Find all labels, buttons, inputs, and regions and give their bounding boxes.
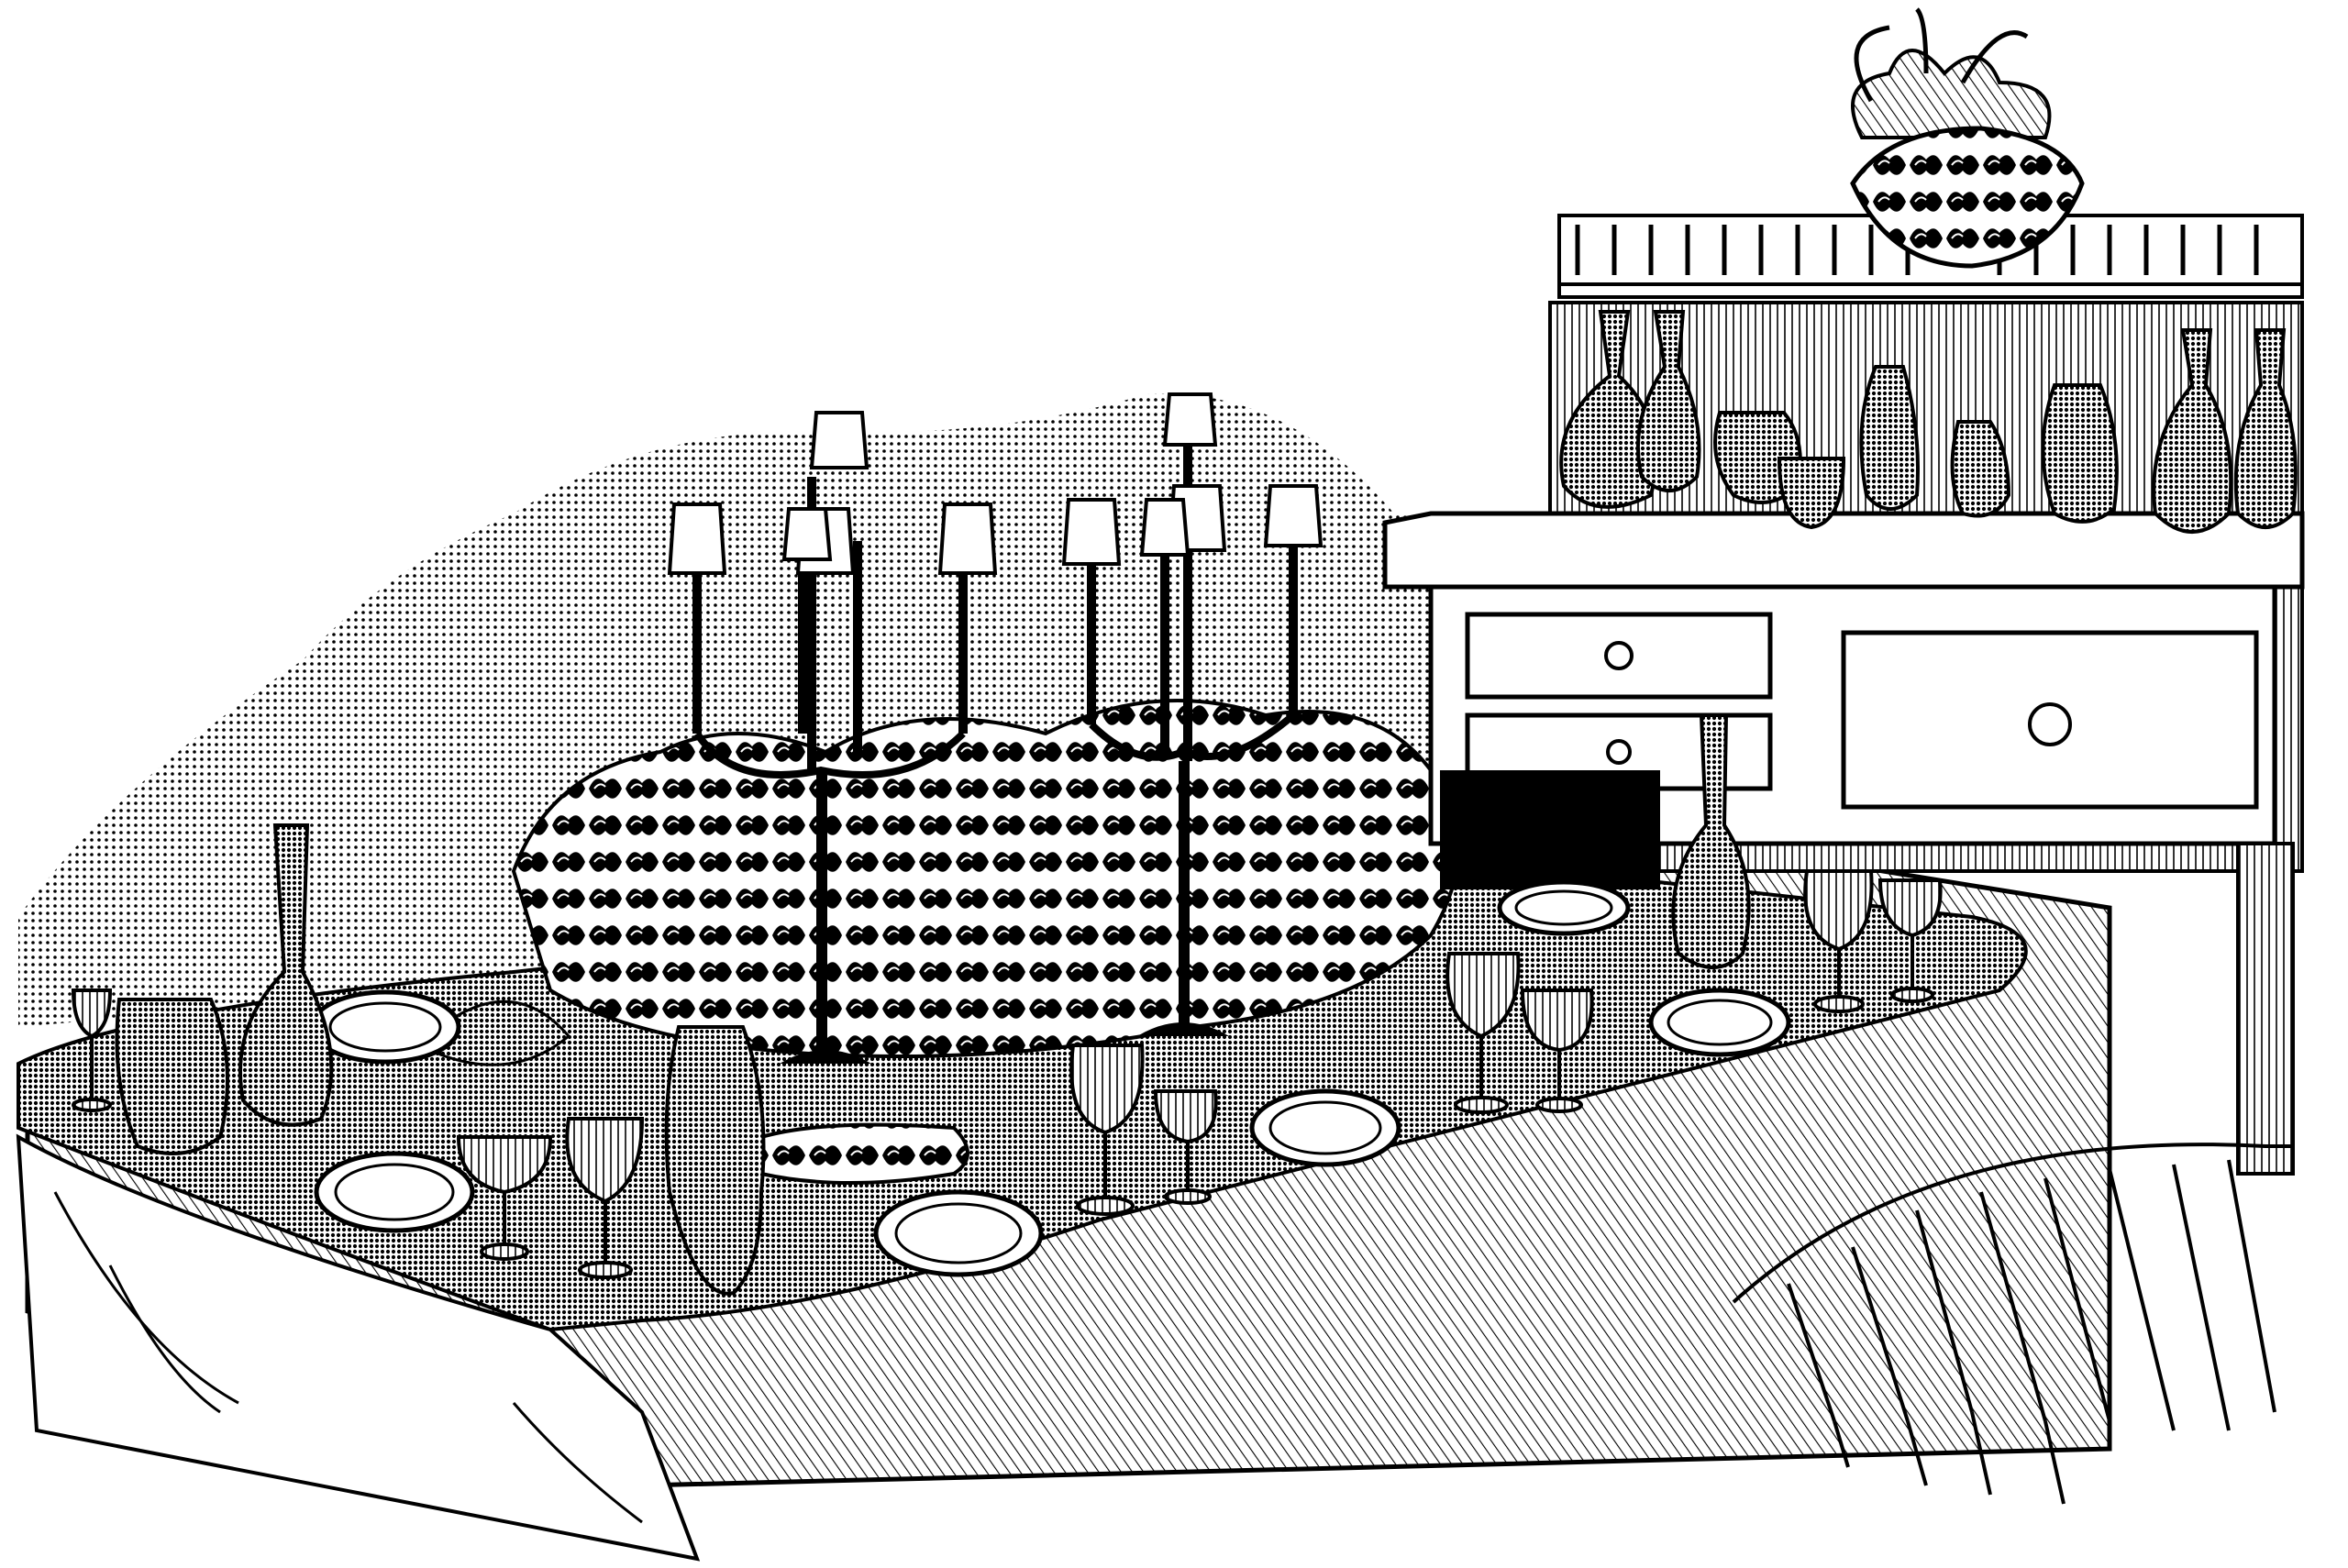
floral-centerpiece (438, 699, 1460, 1066)
palm-fronds (1732, 1143, 2293, 1505)
candle-shade (809, 411, 869, 469)
drawer-knob (1604, 641, 1634, 670)
candle-shade (781, 507, 833, 561)
sideboard (1382, 7, 2305, 1176)
tablecloth-drape (16, 1133, 701, 1562)
pineapple-in-bowl (1850, 7, 2085, 269)
candle-shade (1061, 498, 1122, 566)
sideboard-decanters (1559, 310, 2298, 534)
place-settings (309, 879, 1791, 1277)
table-decanters (115, 713, 1751, 1296)
sideboard-top (1382, 511, 2305, 590)
candelabra-left (667, 411, 998, 1064)
candle-shade (1162, 392, 1218, 447)
bread-loaves (759, 1122, 969, 1185)
plate (1497, 879, 1631, 936)
drawer-knob (2028, 702, 2072, 746)
candle-shade (1139, 498, 1191, 557)
candle-shade (667, 502, 727, 575)
sideboard-leg (2236, 842, 2295, 1176)
wine-glasses (71, 869, 1943, 1279)
candle-shade (1263, 484, 1324, 547)
candelabra-right (1061, 392, 1324, 1036)
drawer-knob (1606, 739, 1632, 765)
candle-shade (937, 502, 998, 575)
